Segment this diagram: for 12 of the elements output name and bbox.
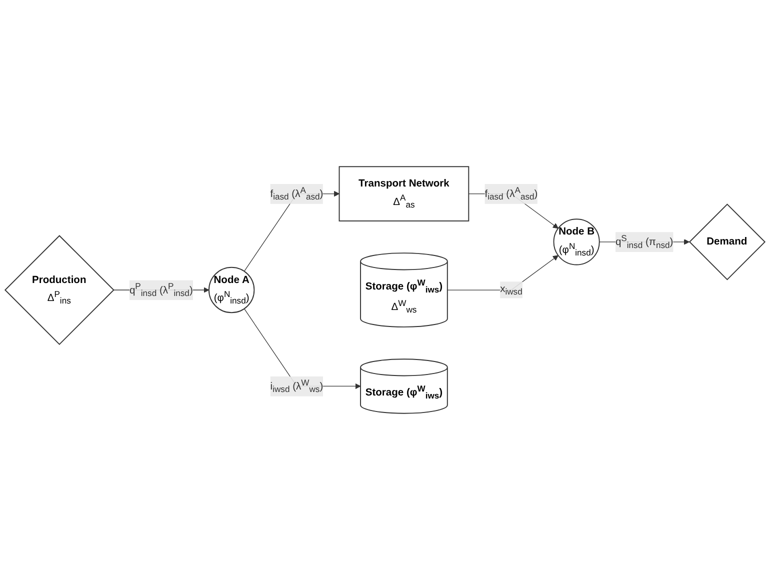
- edge-label: f$_{iasd}$ (λ$^{A}$$_{asd}$): [484, 185, 538, 202]
- edge-label: q$^{P}$$_{insd}$ (λ$^{P}$$_{insd}$): [129, 281, 193, 298]
- edge-label: x$_{iwsd}$: [500, 284, 522, 296]
- node-circle: [553, 218, 600, 266]
- node-circle: [208, 266, 255, 314]
- edge-label: i$_{iwsd}$ (λ$^{W}$$_{ws}$): [270, 378, 324, 394]
- arrow: [447, 255, 558, 290]
- node-box: [338, 166, 470, 222]
- edge-label: f$_{iasd}$ (λ$^{A}$$_{asd}$): [270, 185, 324, 202]
- node-diamond: [4, 235, 114, 345]
- node-diamond: [688, 204, 766, 280]
- edge-label: q$^{S}$$_{insd}$ (π$_{nsd}$): [615, 233, 674, 250]
